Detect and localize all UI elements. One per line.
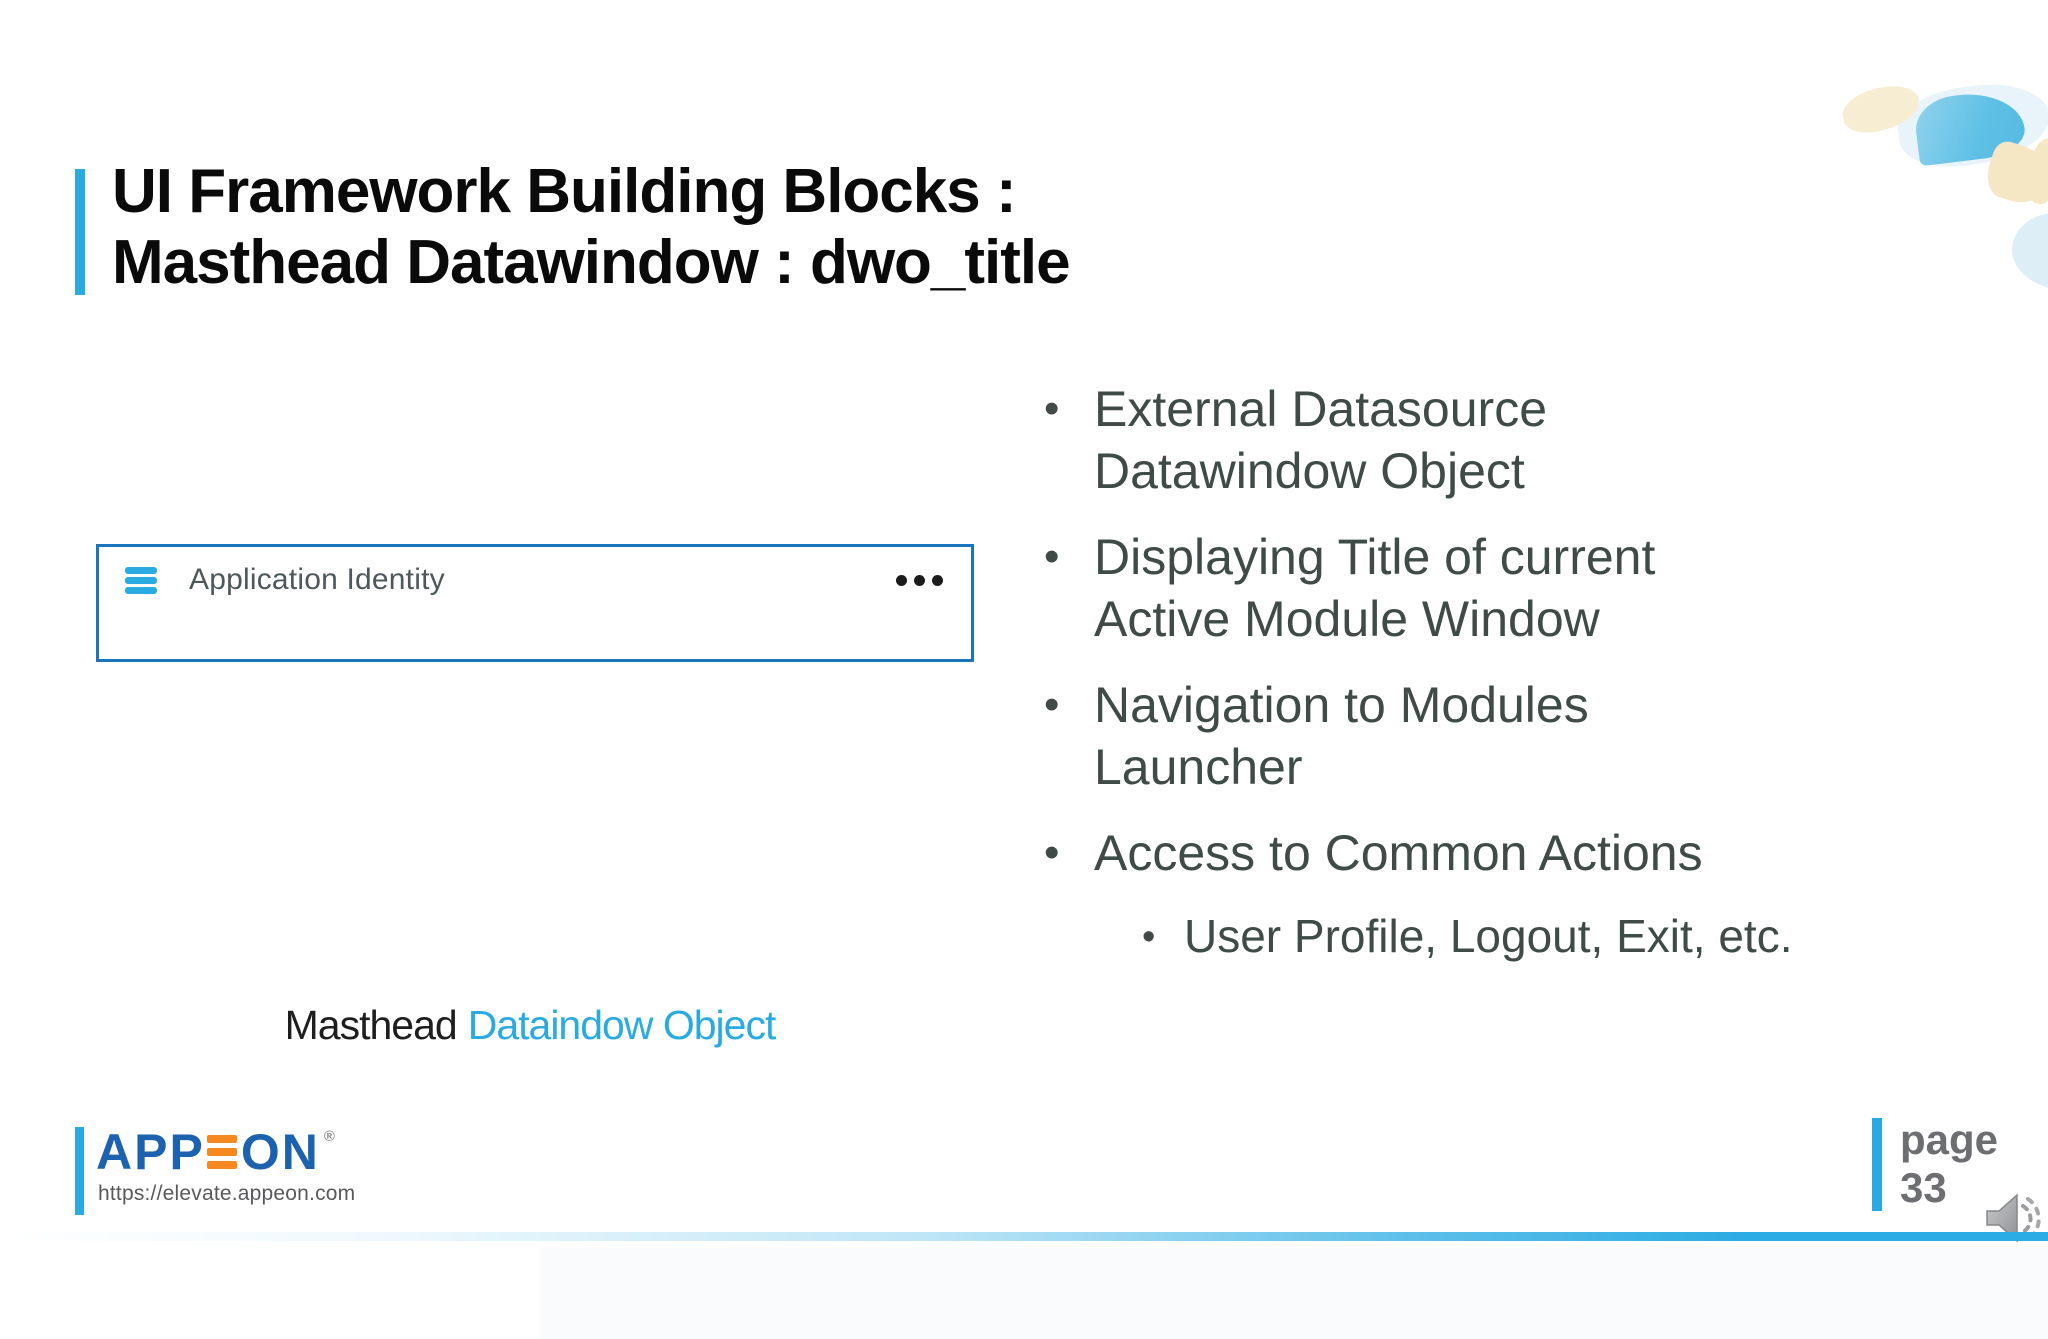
page-label: page	[1900, 1116, 1999, 1163]
page-title: UI Framework Building Blocks : Masthead …	[112, 156, 1071, 298]
caption-prefix: Masthead	[284, 1002, 458, 1048]
decorative-shape-lightblue-blob	[2005, 206, 2048, 296]
appeon-logo-text-on: ON	[240, 1124, 320, 1180]
bullet-item: Navigation to Modules Launcher	[1042, 674, 1794, 798]
masthead-row: Application Identity	[99, 563, 971, 597]
bottom-gradient-line	[0, 1232, 2048, 1241]
bullet-subitem: User Profile, Logout, Exit, etc.	[1138, 908, 1794, 965]
bullet-text: Navigation to Modules Launcher	[1094, 677, 1589, 795]
bullet-item: Displaying Title of current Active Modul…	[1042, 526, 1794, 650]
bullet-list: External Datasource Datawindow Object Di…	[1042, 378, 1794, 988]
bullet-text: Access to Common Actions	[1094, 825, 1703, 881]
appeon-logo-text-app: APP	[96, 1124, 205, 1180]
bullet-text: External Datasource Datawindow Object	[1094, 381, 1548, 499]
ellipsis-menu-icon[interactable]	[894, 569, 945, 592]
bullet-text: User Profile, Logout, Exit, etc.	[1184, 910, 1793, 962]
hamburger-menu-icon[interactable]	[125, 566, 157, 594]
title-accent-bar	[75, 169, 85, 295]
appeon-logo: APP ON ®	[96, 1124, 337, 1180]
page-title-line2: Masthead Datawindow : dwo_title	[112, 228, 1071, 297]
page-title-line1: UI Framework Building Blocks :	[112, 157, 1017, 226]
logo-accent-bar	[75, 1127, 84, 1215]
masthead-datawindow-box: Application Identity	[96, 544, 974, 662]
page-number: 33	[1900, 1164, 1947, 1211]
bullet-text: Displaying Title of current Active Modul…	[1094, 529, 1656, 647]
appeon-url: https://elevate.appeon.com	[98, 1182, 356, 1205]
speaker-icon[interactable]	[1984, 1190, 2042, 1252]
registered-trademark-symbol: ®	[323, 1128, 337, 1145]
bullet-item: Access to Common Actions	[1042, 822, 1794, 884]
caption-highlight: Dataindow Object	[467, 1002, 777, 1048]
page-number-block: page 33	[1900, 1116, 1998, 1212]
bullet-item: External Datasource Datawindow Object	[1042, 378, 1794, 502]
appeon-logo-e-icon	[206, 1135, 237, 1169]
application-identity-label: Application Identity	[189, 563, 445, 596]
bottom-band	[540, 1248, 2048, 1339]
page-accent-bar	[1872, 1118, 1882, 1211]
